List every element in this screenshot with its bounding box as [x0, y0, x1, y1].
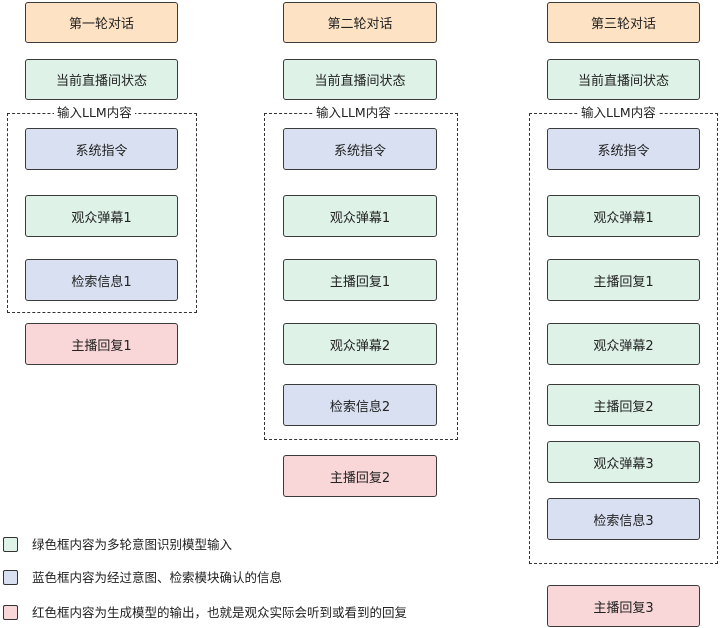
- system-instruction-2: 系统指令: [283, 128, 437, 170]
- legend-text-green: 绿色框内容为多轮意图识别模型输入: [32, 537, 233, 552]
- legend-swatch-blue: [3, 570, 18, 585]
- legend-swatch-green: [3, 537, 18, 552]
- room-state-1: 当前直播间状态: [25, 59, 178, 100]
- host-reply-2-1: 主播回复1: [283, 259, 437, 301]
- audience-comment-3-1: 观众弹幕1: [547, 195, 700, 237]
- host-reply-2: 主播回复2: [283, 455, 437, 497]
- system-instruction-1: 系统指令: [25, 128, 178, 170]
- retrieval-info-3: 检索信息3: [547, 498, 700, 540]
- llm-input-group-label-1: 输入LLM内容: [54, 106, 135, 120]
- round-3-label: 第三轮对话: [547, 2, 700, 43]
- audience-comment-3-3: 观众弹幕3: [547, 441, 700, 483]
- host-reply-3-1: 主播回复1: [547, 259, 700, 301]
- room-state-2: 当前直播间状态: [283, 59, 437, 100]
- host-reply-3: 主播回复3: [547, 585, 700, 627]
- round-2-label: 第二轮对话: [283, 2, 437, 43]
- host-reply-1: 主播回复1: [25, 323, 178, 365]
- legend-text-red: 红色框内容为生成模型的输出，也就是观众实际会听到或看到的回复: [32, 605, 408, 620]
- round-1-label: 第一轮对话: [25, 2, 178, 43]
- legend-text-blue: 蓝色框内容为经过意图、检索模块确认的信息: [32, 570, 283, 585]
- room-state-3: 当前直播间状态: [547, 59, 700, 100]
- llm-input-group-label-2: 输入LLM内容: [313, 106, 394, 120]
- system-instruction-3: 系统指令: [547, 128, 700, 170]
- host-reply-3-2: 主播回复2: [547, 384, 700, 426]
- legend-swatch-red: [3, 605, 18, 620]
- llm-input-group-label-3: 输入LLM内容: [578, 106, 659, 120]
- audience-comment-3-2: 观众弹幕2: [547, 323, 700, 365]
- audience-comment-1-1: 观众弹幕1: [25, 195, 178, 237]
- audience-comment-2-2: 观众弹幕2: [283, 323, 437, 365]
- retrieval-info-2: 检索信息2: [283, 384, 437, 426]
- audience-comment-2-1: 观众弹幕1: [283, 195, 437, 237]
- retrieval-info-1: 检索信息1: [25, 259, 178, 301]
